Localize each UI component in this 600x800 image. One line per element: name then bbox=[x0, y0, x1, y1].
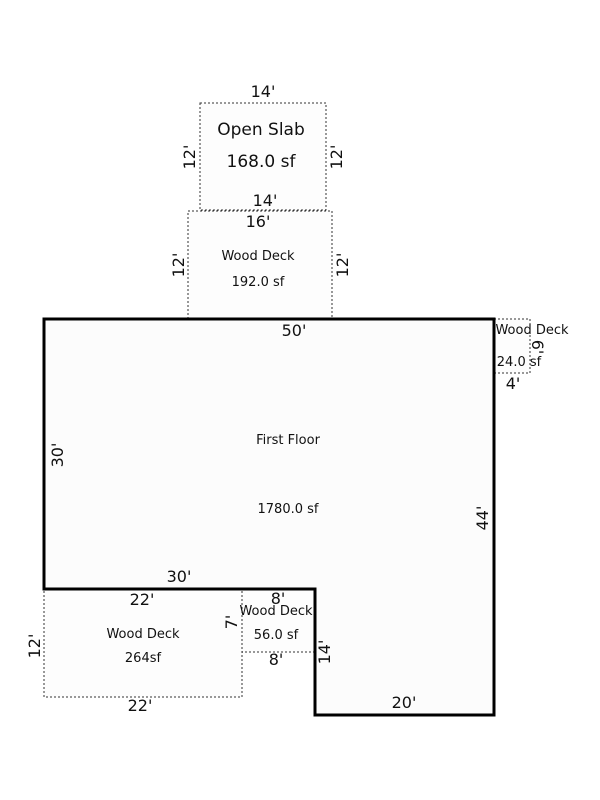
deck-right-side-dim: 6' bbox=[528, 340, 547, 355]
wood-deck-bottom-mid-area bbox=[241, 588, 316, 653]
first-floor-top-dim: 50' bbox=[282, 321, 307, 340]
first-floor-label: First Floor bbox=[256, 433, 320, 448]
open-slab-left-dim: 12' bbox=[180, 145, 199, 170]
deck-bl-top-dim: 22' bbox=[130, 590, 155, 609]
deck-right-bottom-dim: 4' bbox=[506, 374, 521, 393]
deck-right-label: Wood Deck bbox=[495, 323, 569, 338]
deck-bm-left-dim: 7' bbox=[222, 615, 241, 630]
deck-bl-bottom-dim: 22' bbox=[128, 696, 153, 715]
first-floor-bottom-dim: 20' bbox=[392, 693, 417, 712]
deck-bl-label: Wood Deck bbox=[106, 627, 180, 642]
first-floor-inner-bottom-dim: 30' bbox=[167, 567, 192, 586]
open-slab-area-text: 168.0 sf bbox=[227, 152, 297, 172]
open-slab-right-dim: 12' bbox=[327, 145, 346, 170]
wood-deck-bottom-left-area bbox=[43, 588, 243, 698]
deck-right-area-text: 24.0 sf bbox=[497, 355, 542, 370]
first-floor-area-text: 1780.0 sf bbox=[258, 502, 319, 517]
deck-top-label: Wood Deck bbox=[221, 249, 295, 264]
wood-deck-top-area bbox=[187, 210, 333, 320]
deck-bl-area-text: 264sf bbox=[125, 651, 162, 666]
first-floor-outline bbox=[42, 317, 496, 717]
deck-bm-label: Wood Deck bbox=[239, 604, 313, 619]
open-slab-bottom-dim: 14' bbox=[253, 191, 278, 210]
deck-top-top-dim: 16' bbox=[246, 212, 271, 231]
deck-bl-left-dim: 12' bbox=[25, 634, 44, 659]
first-floor-left-dim: 30' bbox=[48, 443, 67, 468]
open-slab-area bbox=[199, 102, 327, 211]
deck-bm-top-dim: 8' bbox=[271, 589, 286, 608]
deck-top-area-text: 192.0 sf bbox=[232, 275, 285, 290]
deck-bm-bottom-dim: 8' bbox=[269, 650, 284, 669]
first-floor-right-dim: 44' bbox=[473, 506, 492, 531]
deck-bm-area-text: 56.0 sf bbox=[254, 628, 299, 643]
first-floor-inner-side-dim: 14' bbox=[315, 640, 334, 665]
open-slab-label: Open Slab bbox=[217, 120, 305, 140]
deck-top-left-dim: 12' bbox=[169, 253, 188, 278]
deck-top-right-dim: 12' bbox=[333, 253, 352, 278]
open-slab-top-dim: 14' bbox=[251, 82, 276, 101]
